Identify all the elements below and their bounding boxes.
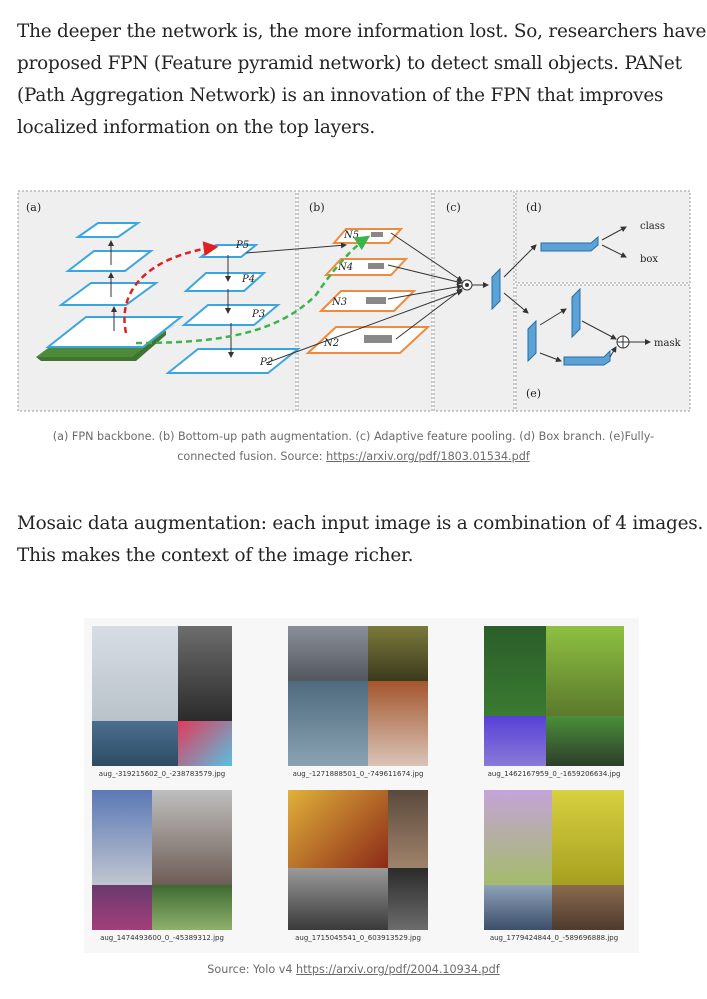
image-filename: aug_-319215602_0_-238783579.jpg (98, 770, 226, 778)
conv-layer (527, 319, 537, 363)
box-label: box (640, 254, 658, 265)
paragraph-line: (Path Aggregation Network) is an innovat… (17, 85, 664, 106)
conv-layer (571, 287, 581, 339)
image-filename: aug_1779424844_0_-589696888.jpg (489, 934, 619, 942)
fc-layer (540, 235, 599, 252)
n-label: N5 (343, 230, 359, 241)
red-path (123, 241, 219, 334)
green-path (135, 235, 371, 345)
n4-layer (323, 258, 409, 276)
paragraph-line: localized information on the top layers. (17, 117, 376, 138)
n-label: N2 (323, 338, 339, 349)
n-label: N4 (337, 262, 353, 273)
panel-label-c: (c) (446, 201, 461, 214)
caption-text: Source: Yolo v4 (207, 963, 297, 976)
source-link[interactable]: https://arxiv.org/pdf/2004.10934.pdf (296, 963, 500, 976)
mask-label: mask (654, 338, 682, 349)
panet-architecture-figure: (a) (b) (c) (d) (e) P2 P3 P4 P5 (16, 185, 692, 415)
mosaic-tile (484, 790, 624, 930)
panel-label-e: (e) (526, 387, 541, 400)
panel-d-frame (515, 190, 691, 284)
class-label: class (640, 221, 665, 232)
paragraph-line: Mosaic data augmentation: each input ima… (17, 513, 704, 534)
image-filename: aug_1715045541_0_603913529.jpg (295, 934, 421, 942)
mosaic-paragraph: Mosaic data augmentation: each input ima… (17, 508, 704, 572)
fc-layer (563, 349, 611, 366)
panel-label-b: (b) (309, 201, 325, 214)
n-label: N3 (331, 297, 347, 308)
mosaic-tile (92, 626, 232, 766)
paragraph-line: proposed FPN (Feature pyramid network) t… (17, 53, 682, 74)
mosaic-tile (288, 626, 428, 766)
p4-layer (183, 272, 267, 292)
p-label: P3 (251, 309, 265, 320)
backbone-layer-1 (45, 316, 184, 348)
mosaic-tile (288, 790, 428, 930)
image-filename: aug_-1271888501_0_-749611674.jpg (292, 770, 424, 778)
panel-e-frame (515, 284, 691, 412)
p-label: P5 (235, 240, 249, 251)
p-label: P4 (241, 274, 255, 285)
caption-text: connected fusion. Source: (177, 450, 327, 463)
figure1-caption: (a) FPN backbone. (b) Bottom-up path aug… (0, 427, 707, 467)
image-filename: aug_1474493600_0_-45389312.jpg (100, 934, 224, 942)
panel-label-d: (d) (526, 201, 542, 214)
mosaic-examples-figure: aug_-319215602_0_-238783579.jpg aug_-127… (84, 618, 639, 953)
intro-paragraph: The deeper the network is, the more info… (17, 16, 707, 144)
panel-label-a: (a) (26, 201, 41, 214)
figure2-caption: Source: Yolo v4 https://arxiv.org/pdf/20… (0, 960, 707, 980)
paragraph-line: The deeper the network is, the more info… (17, 21, 707, 42)
mosaic-tile (484, 626, 624, 766)
image-filename: aug_1462167959_0_-1659206634.jpg (487, 770, 621, 778)
mosaic-tile (92, 790, 232, 930)
paragraph-line: This makes the context of the image rich… (17, 545, 414, 566)
source-link[interactable]: https://arxiv.org/pdf/1803.01534.pdf (326, 450, 530, 463)
caption-text: (a) FPN backbone. (b) Bottom-up path aug… (52, 430, 655, 443)
panel-c-frame (433, 190, 515, 412)
p2-layer (165, 348, 301, 374)
panel-a-frame (17, 190, 297, 412)
pooled-feature (491, 267, 501, 311)
